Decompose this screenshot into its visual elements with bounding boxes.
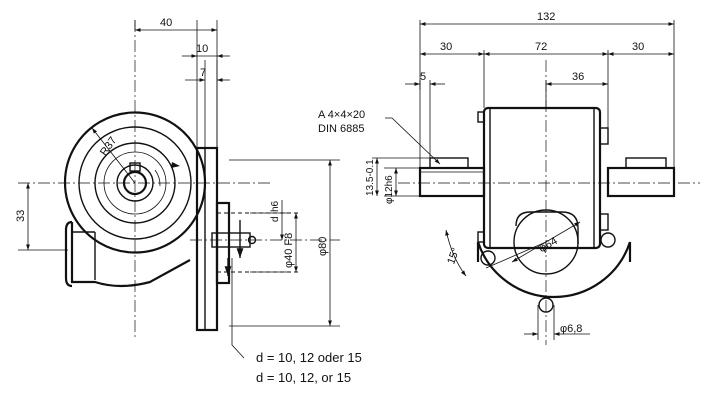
worm-housing — [64, 220, 191, 288]
dim-center-offset: 36 — [572, 71, 584, 83]
left-extension-lines — [18, 20, 340, 327]
dim-flange-width: 10 — [196, 43, 208, 55]
dim-hole-dia: φ6,8 — [560, 323, 582, 335]
flange-plate — [195, 146, 300, 332]
note-line-german: d = 10, 12 oder 15 — [256, 350, 362, 365]
note-line-english: d = 10, 12, or 15 — [256, 370, 351, 385]
dim-pilot: φ40 F8 — [283, 233, 295, 268]
dim-plate: 7 — [200, 67, 206, 79]
key-spec-line2: DIN 6885 — [318, 123, 364, 135]
key-spec-line1: A 4×4×20 — [318, 109, 365, 121]
dim-angle: 15° — [445, 246, 462, 266]
dim-shaft-dia: φ12h6 — [384, 175, 395, 204]
dim-shaft-left: 30 — [440, 41, 452, 53]
dim-flange-dia: φ80 — [317, 237, 329, 256]
right-view: 132 30 72 30 36 5 A 4×4×20 DIN 6885 13.5… — [318, 11, 700, 345]
front-flange — [476, 209, 632, 313]
dim-key-offset: 5 — [420, 71, 426, 83]
dim-shaft-right: 30 — [632, 41, 644, 53]
front-body — [477, 106, 609, 250]
dim-overall-width: 40 — [160, 17, 172, 29]
dim-overall-length: 132 — [537, 11, 555, 23]
dim-center-height: 33 — [15, 210, 27, 222]
right-shaft — [606, 157, 676, 198]
left-view: 40 10 7 R37 33 d h6 φ40 F8 φ80 — [15, 17, 340, 359]
dim-bore-tol: h6 — [270, 200, 281, 212]
gear-housing — [63, 111, 207, 254]
dim-body: 72 — [535, 41, 547, 53]
left-shaft — [418, 157, 486, 198]
dim-bolt-circle: φ64 — [537, 235, 560, 255]
dim-bore-label: d — [270, 216, 281, 222]
dim-key-depth: 13.5-0.1 — [365, 159, 376, 196]
